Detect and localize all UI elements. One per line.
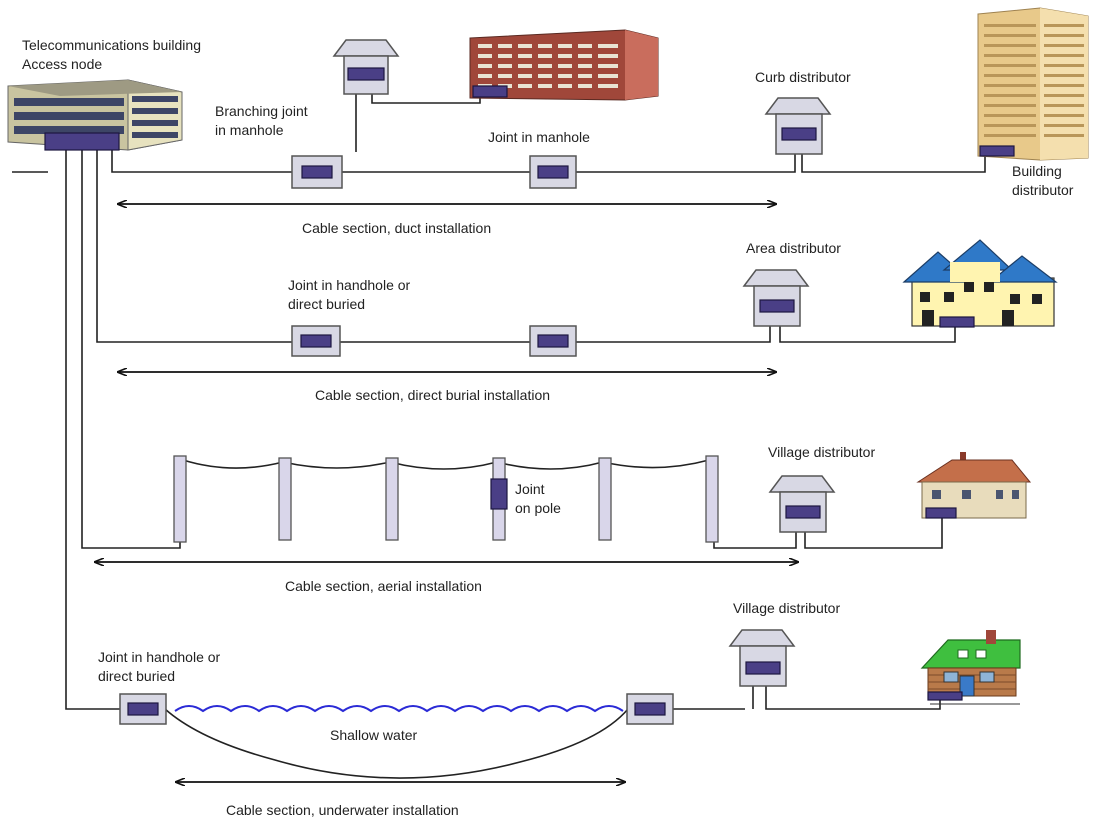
shallow-water-label: Shallow water: [330, 727, 418, 743]
utility-pole-icon: [278, 457, 292, 541]
village-house-icon: [916, 452, 1032, 519]
aerial-installation-label: Cable section, aerial installation: [285, 578, 482, 594]
utility-pole-icon: [173, 455, 187, 543]
distributor-cabinet-curb: [764, 97, 832, 155]
highrise-tower-icon: [977, 7, 1089, 161]
water-waves-icon: [174, 705, 624, 713]
area-distributor-label: Area distributor: [746, 240, 841, 256]
cable-joint-icon: [291, 325, 341, 357]
duct-installation-label: Cable section, duct installation: [302, 220, 492, 236]
utility-pole-icon: [598, 457, 612, 541]
cable-joint-icon: [529, 155, 577, 189]
cable-joint-icon: [626, 693, 674, 725]
direct-burial-label: Cable section, direct burial installatio…: [315, 387, 551, 403]
village-distributor-label-1: Village distributor: [768, 444, 876, 460]
utility-pole-icon: [385, 457, 399, 541]
joint-in-manhole-label: Joint in manhole: [488, 129, 590, 145]
underwater-installation-label: Cable section, underwater installation: [226, 802, 459, 818]
cable-joint-icon: [529, 325, 577, 357]
apartment-block-icon: [469, 29, 659, 101]
row-houses-icon: [902, 239, 1058, 328]
office-building-icon: [7, 79, 183, 151]
pole-joint-icon: [490, 478, 508, 510]
cable-joint-icon: [291, 155, 343, 189]
village-distributor-label-2: Village distributor: [733, 600, 841, 616]
distributor-cabinet-apartment: [332, 39, 400, 95]
curb-distributor-label: Curb distributor: [755, 69, 851, 85]
distributor-cabinet-area: [742, 269, 810, 327]
distributor-cabinet-village-2: [728, 629, 796, 687]
cable-joint-icon: [119, 693, 167, 725]
utility-pole-icon: [705, 455, 719, 543]
distributor-cabinet-village-1: [768, 475, 836, 533]
log-cabin-icon: [920, 630, 1021, 705]
